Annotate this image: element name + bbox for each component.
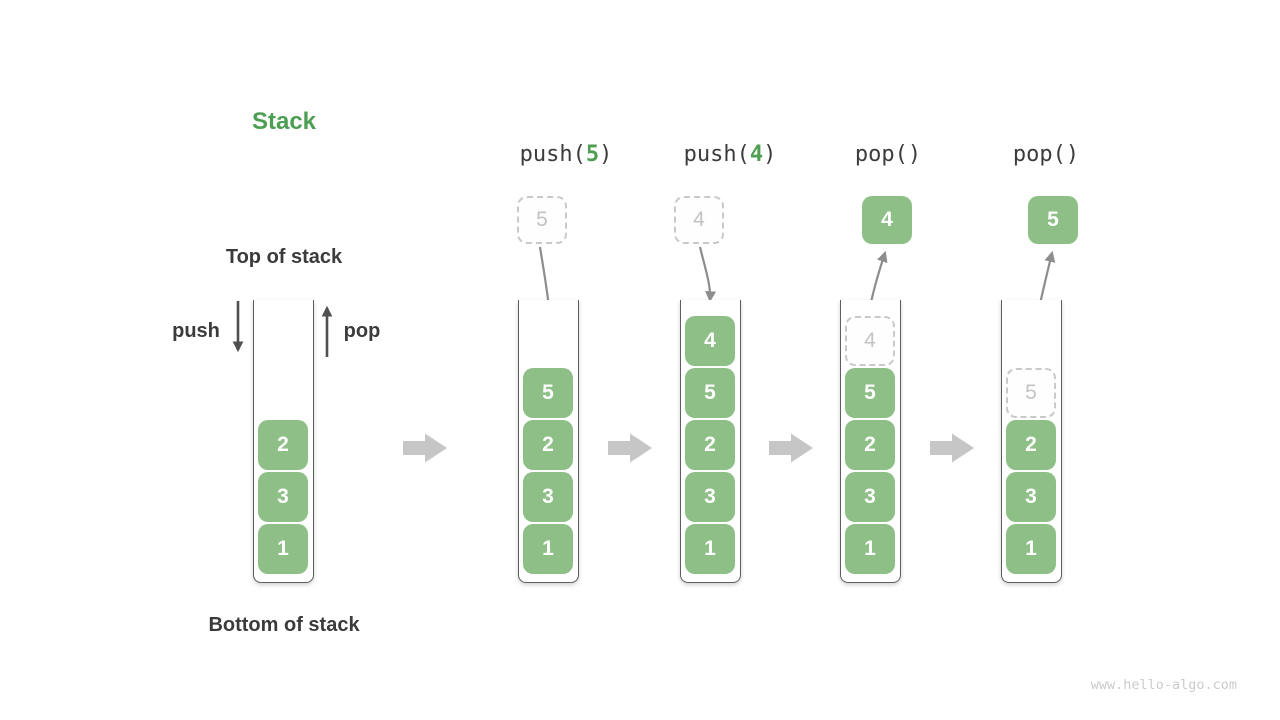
stack-frame-after-pop1: 4 5 2 3 1 <box>840 300 901 583</box>
stack-cell: 1 <box>1006 524 1056 574</box>
stack-frame-after-push5: 5 2 3 1 <box>518 300 579 583</box>
stack-cell: 3 <box>258 472 308 522</box>
op-label-push-5: push(5) <box>520 142 613 167</box>
op-label-push-4: push(4) <box>684 142 777 167</box>
stack-cell: 3 <box>1006 472 1056 522</box>
watermark: www.hello-algo.com <box>1090 677 1237 693</box>
step-arrow-right-icon <box>403 433 447 463</box>
stack-cell-ghost: 5 <box>1006 368 1056 418</box>
stack-cell: 1 <box>523 524 573 574</box>
step-arrow-right-icon <box>608 433 652 463</box>
stack-cell: 1 <box>685 524 735 574</box>
stack-cell: 2 <box>685 420 735 470</box>
page-title: Stack <box>251 108 317 135</box>
op-label-pop-2: pop() <box>1013 142 1079 167</box>
floating-cell-incoming-4: 4 <box>674 196 724 244</box>
step-arrow-right-icon <box>769 433 813 463</box>
op-suffix: ) <box>599 142 613 167</box>
bottom-of-stack-label: Bottom of stack <box>208 614 360 636</box>
stack-cell: 1 <box>258 524 308 574</box>
stack-cell: 5 <box>685 368 735 418</box>
top-of-stack-label: Top of stack <box>225 246 343 268</box>
stack-cell: 1 <box>845 524 895 574</box>
op-arg: 5 <box>585 142 600 167</box>
op-prefix: pop() <box>1012 142 1080 167</box>
step-arrow-right-icon <box>930 433 974 463</box>
push-label: push <box>172 320 220 342</box>
op-prefix: pop() <box>854 142 922 167</box>
stack-cell: 3 <box>845 472 895 522</box>
stack-frame-initial: 2 3 1 <box>253 300 314 583</box>
floating-cell-incoming-5: 5 <box>517 196 567 244</box>
stack-cell: 3 <box>523 472 573 522</box>
pop-label: pop <box>343 320 381 342</box>
push4-move-arrow-icon <box>698 246 717 303</box>
stack-cell: 2 <box>845 420 895 470</box>
stack-cell: 5 <box>523 368 573 418</box>
stack-cell: 2 <box>1006 420 1056 470</box>
floating-cell-popped-4: 4 <box>862 196 912 244</box>
stack-cell-ghost: 4 <box>845 316 895 366</box>
stack-cell: 2 <box>523 420 573 470</box>
op-prefix: push( <box>683 142 750 167</box>
stack-cell: 3 <box>685 472 735 522</box>
op-prefix: push( <box>519 142 586 167</box>
op-arg: 4 <box>749 142 764 167</box>
stack-cell: 5 <box>845 368 895 418</box>
stack-frame-after-pop2: 5 2 3 1 <box>1001 300 1062 583</box>
floating-cell-popped-5: 5 <box>1028 196 1078 244</box>
op-label-pop-1: pop() <box>855 142 921 167</box>
op-suffix: ) <box>763 142 777 167</box>
stack-cell: 4 <box>685 316 735 366</box>
stack-frame-after-push4: 4 5 2 3 1 <box>680 300 741 583</box>
stack-cell: 2 <box>258 420 308 470</box>
